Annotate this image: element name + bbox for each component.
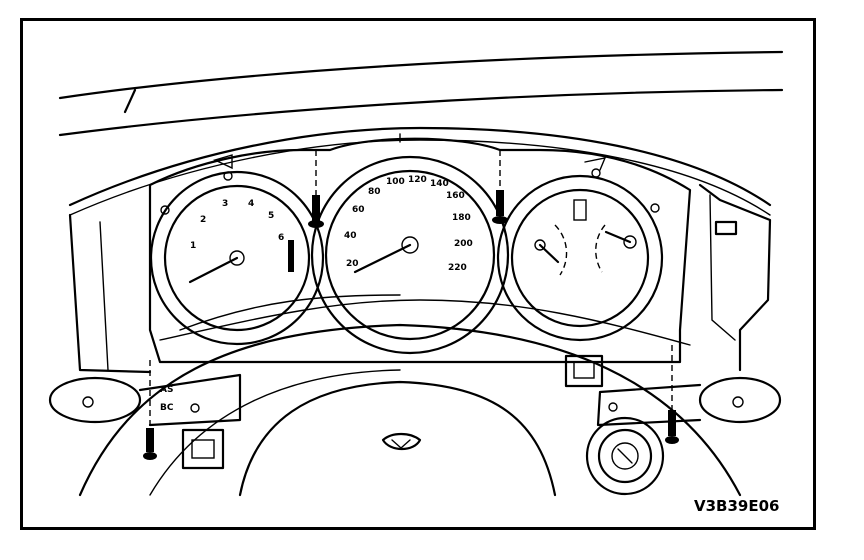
pod-label: AS <box>160 385 173 395</box>
speedo-tick: 100 <box>386 177 405 187</box>
speedo-tick: 40 <box>344 231 357 241</box>
cluster-lower-lines <box>159 294 691 346</box>
tach-tick: 1 <box>190 241 196 251</box>
tach-tick: 4 <box>248 199 254 209</box>
speedo-tick: 20 <box>346 259 359 269</box>
tach-tick: 5 <box>268 211 274 221</box>
speedo-tick: 200 <box>454 239 473 249</box>
speedo-tick: 160 <box>446 191 465 201</box>
tach-tick: 2 <box>200 215 206 225</box>
speedo-tick: 120 <box>408 175 427 185</box>
dashboard-top-lines <box>58 50 784 216</box>
upper-screws <box>308 150 508 228</box>
speedo-tick: 180 <box>452 213 471 223</box>
lower-screws <box>143 345 679 460</box>
tach-tick: 3 <box>222 199 228 209</box>
right-switch-pod <box>596 376 782 427</box>
tach-tick: 6 <box>278 233 284 243</box>
speedo-tick: 60 <box>352 205 365 215</box>
speedo-tick: 80 <box>368 187 381 197</box>
speedo-tick: 220 <box>448 263 467 273</box>
figure-code-label: V3B39E06 <box>694 497 780 515</box>
dashboard-side-panels <box>68 183 772 374</box>
tachometer-gauge: 1 2 3 4 5 6 <box>149 170 325 346</box>
speedo-tick: 140 <box>430 179 449 189</box>
fuel-temp-gauge <box>496 174 664 342</box>
ignition-switch <box>585 416 665 496</box>
left-switch-pod: AS BC <box>48 373 242 427</box>
steering-wheel <box>78 323 742 497</box>
speedometer-gauge: 20 40 60 80 100 120 140 160 180 200 220 <box>310 155 510 355</box>
figure-border <box>20 18 816 530</box>
cluster-bezel <box>148 133 692 364</box>
pod-label: BC <box>160 403 174 413</box>
